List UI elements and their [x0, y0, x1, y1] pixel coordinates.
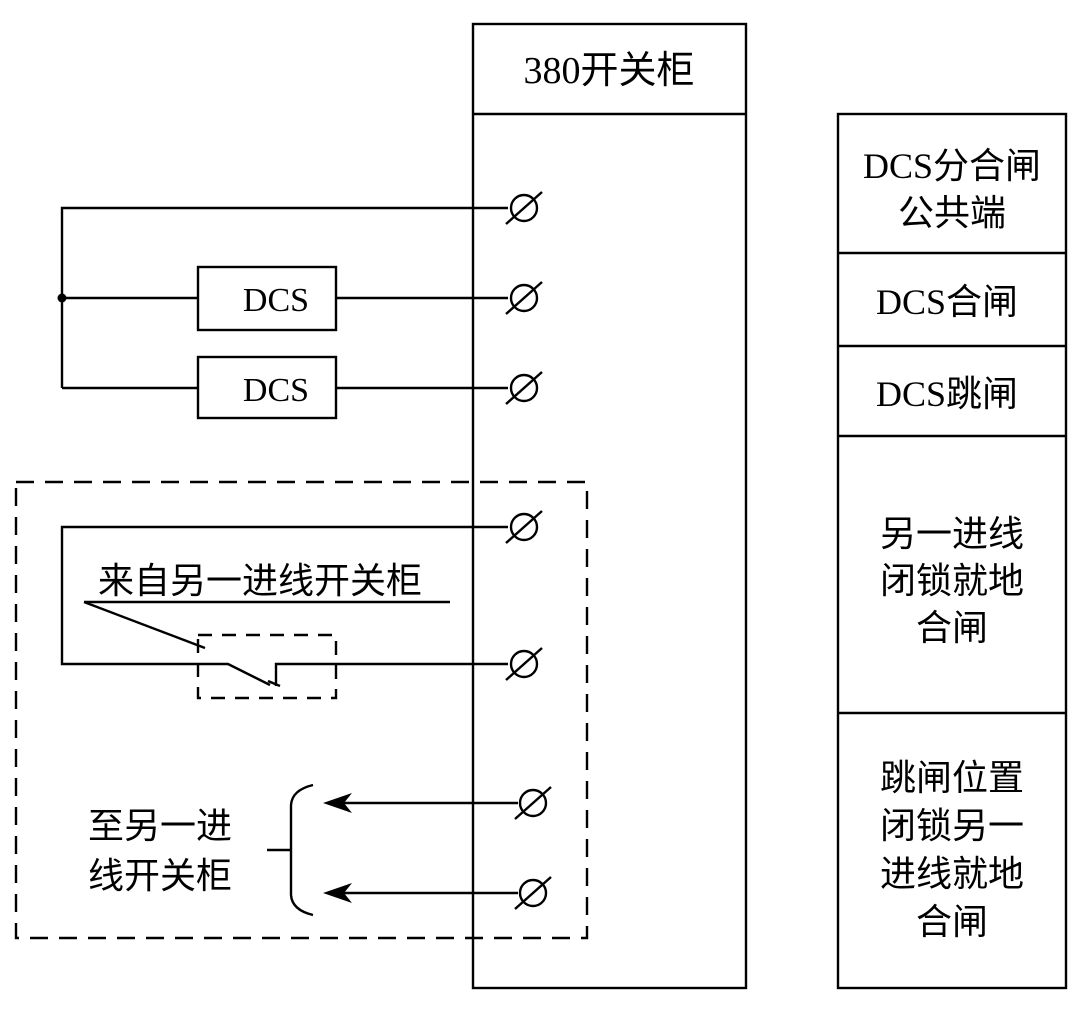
interlock-dashed-box: [14, 480, 589, 940]
contact-tip: [267, 679, 281, 688]
terminal-icon[interactable]: [505, 191, 543, 225]
interlock-wire-right: [274, 662, 508, 686]
table-cell-line: DCS跳闸: [876, 374, 1018, 414]
dcs-block-label: DCS: [243, 282, 309, 319]
table-cell-line: 闭锁就地: [880, 561, 1024, 601]
common-wire: [60, 206, 508, 388]
terminal-icon[interactable]: [505, 647, 543, 681]
from-other-incoming-label: 来自另一进线开关柜: [98, 561, 422, 601]
arrow-left-icon: [323, 793, 352, 813]
table-cell-line: 公共端: [898, 193, 1006, 233]
terminal-icon[interactable]: [505, 281, 543, 315]
terminal-block: [505, 191, 552, 910]
dcs-block-trip: [196, 355, 338, 420]
cabinet-title: 380开关柜: [523, 50, 694, 92]
cabinet-outline: [471, 22, 748, 990]
aux-contact-dashed-box: [196, 633, 338, 700]
table-cell-line: 跳闸位置: [880, 758, 1024, 798]
table-cell-line: 进线就地: [880, 854, 1024, 894]
junction-dot: [57, 293, 67, 303]
interlock-region: 来自另一进线开关柜 至另一进 线开关柜: [14, 480, 589, 940]
table-cell-line: 闭锁另一: [880, 806, 1024, 846]
dcs-circuit: DCS DCS: [57, 206, 508, 420]
terminal-icon[interactable]: [514, 876, 552, 910]
terminal-icon[interactable]: [505, 510, 543, 544]
switchgear-cabinet: 380开关柜: [471, 22, 748, 990]
dcs-block-label: DCS: [243, 372, 309, 409]
terminal-icon[interactable]: [514, 786, 552, 820]
mechanical-link-line: [83, 600, 206, 650]
function-table: DCS分合闸 公共端 DCS合闸 DCS跳闸 另一进线 闭锁就地 合闸 跳闸位置…: [836, 112, 1068, 990]
table-cell-line: DCS合闸: [876, 282, 1018, 322]
interlock-wire-left: [60, 525, 508, 687]
brace-icon: [289, 783, 314, 917]
table-cell-line: DCS分合闸: [863, 146, 1041, 186]
dcs-block-close: [196, 265, 338, 332]
to-other-incoming-label-line2: 线开关柜: [88, 856, 232, 896]
table-cell-line: 合闸: [916, 608, 988, 648]
arrow-left-icon: [323, 883, 352, 903]
table-cell-line: 合闸: [916, 902, 988, 942]
function-table-outline: [836, 112, 1068, 990]
terminal-icon[interactable]: [505, 371, 543, 405]
to-other-incoming-label-line1: 至另一进: [88, 806, 232, 846]
table-cell-line: 另一进线: [880, 514, 1024, 554]
